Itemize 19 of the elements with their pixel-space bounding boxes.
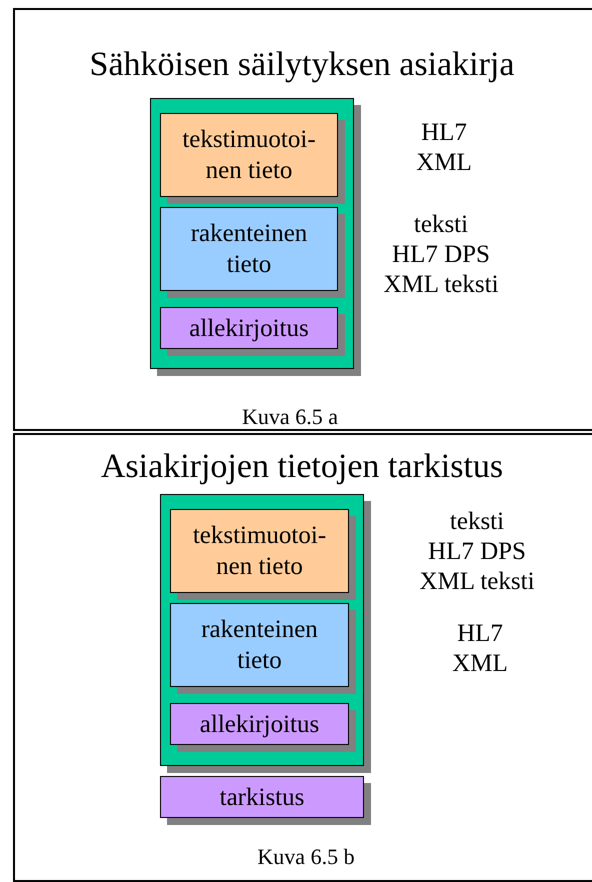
data-block: tekstimuotoi- nen tieto [160,113,338,197]
format-note: teksti HL7 DPS XML teksti [419,507,535,597]
data-block: tekstimuotoi- nen tieto [170,509,349,593]
data-block: tarkistus [160,776,364,818]
figure-caption: Kuva 6.5 b [257,844,355,870]
container-box [160,494,364,766]
figure-caption: Kuva 6.5 a [242,404,338,430]
data-block: rakenteinen tieto [160,207,338,291]
panel-title: Asiakirjojen tietojen tarkistus [100,447,504,487]
format-note: HL7 XML [416,118,472,178]
figure-panel [13,8,592,431]
data-block: allekirjoitus [160,307,338,349]
data-block: rakenteinen tieto [170,603,349,687]
container-box [150,98,354,369]
figure-panel [13,433,592,882]
format-note: teksti HL7 DPS XML teksti [383,210,499,300]
panel-title: Sähköisen säilytyksen asiakirja [90,45,514,85]
format-note: HL7 XML [452,619,508,679]
data-block: allekirjoitus [170,703,349,745]
